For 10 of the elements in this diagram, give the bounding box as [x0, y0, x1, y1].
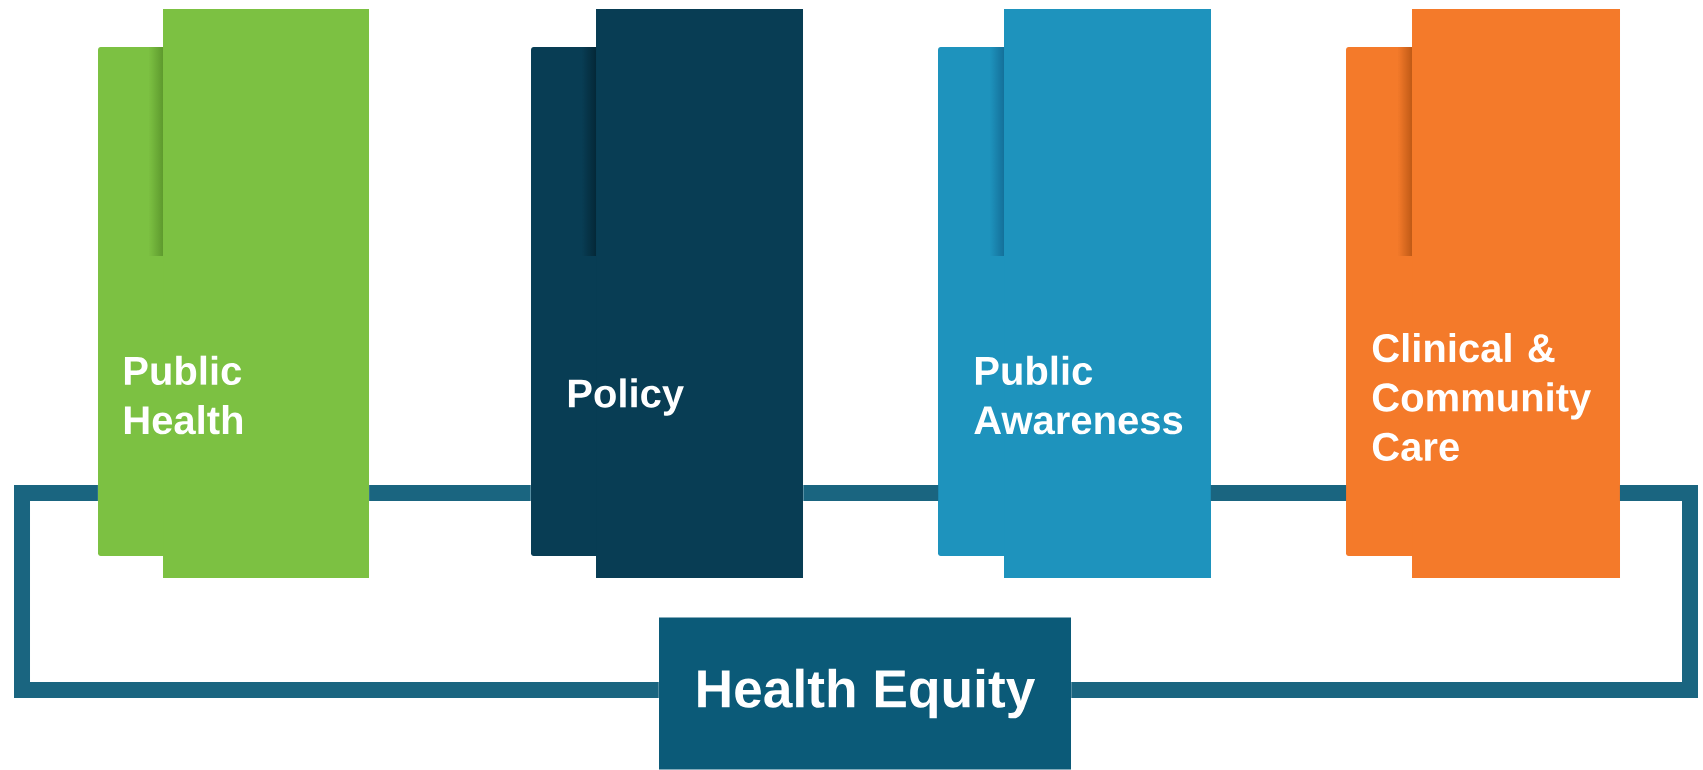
bookmark-panel: Public Health [98, 9, 369, 578]
bookmark-panel: Public Awareness [938, 9, 1211, 578]
connector-line [14, 485, 659, 698]
bookmark-panel: Policy [531, 9, 803, 578]
connector-line [1210, 485, 1347, 501]
connector-line [369, 485, 531, 501]
bookmark-panel: Clinical & Community Care [1346, 9, 1620, 578]
connector-line [803, 485, 939, 501]
connector-line [1071, 485, 1698, 698]
center-box: Health Equity [659, 617, 1071, 770]
